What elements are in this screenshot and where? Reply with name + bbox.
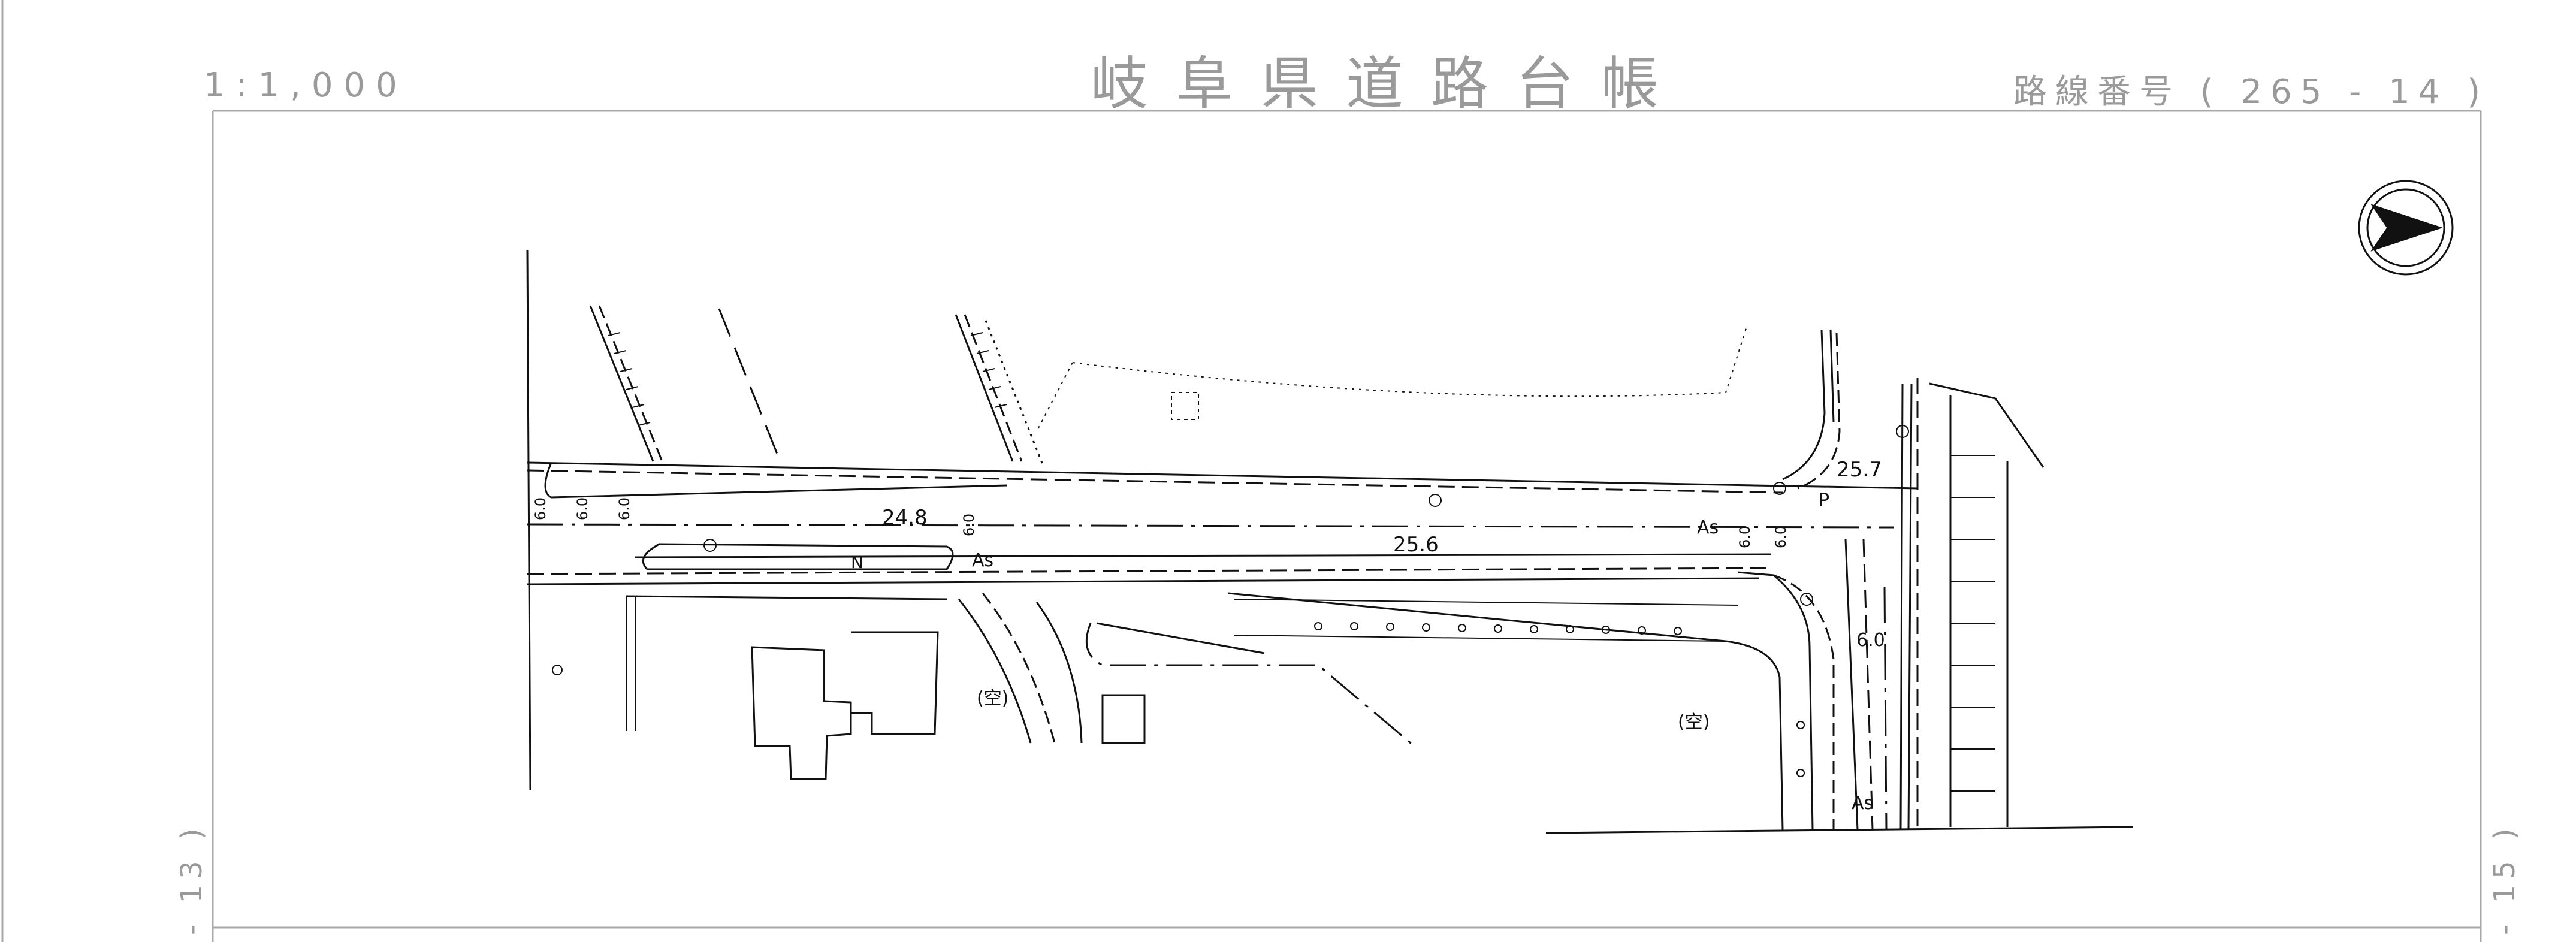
dimension-label: 25.7: [1837, 458, 1882, 482]
width-mark: 6.0: [1737, 526, 1753, 548]
dimension-label: 25.6: [1393, 533, 1439, 557]
map-symbol: N: [851, 552, 863, 572]
width-mark: 6.0: [616, 497, 633, 520]
surface-label: As: [1697, 517, 1719, 538]
width-mark: 6.0: [961, 514, 977, 536]
dimension-label: 6.0: [1856, 630, 1885, 651]
width-mark: 6.0: [574, 497, 591, 520]
dimension-label: 24.8: [882, 506, 928, 530]
scale-label: 1:1,000: [204, 66, 408, 105]
surface-label: As: [972, 550, 993, 571]
north-arrow-icon: [2358, 180, 2454, 276]
map-symbol: P: [1819, 490, 1829, 511]
width-mark: 6.0: [1772, 526, 1789, 548]
width-mark: 6.0: [532, 497, 549, 520]
map-symbol: (空): [1678, 712, 1710, 733]
page-title: 岐阜県道路台帳: [1091, 50, 1686, 117]
route-number: 路線番号 ( 265 - 14 ): [2013, 73, 2489, 111]
surface-label: As: [1852, 793, 1873, 814]
map-symbol: (空): [977, 688, 1008, 709]
